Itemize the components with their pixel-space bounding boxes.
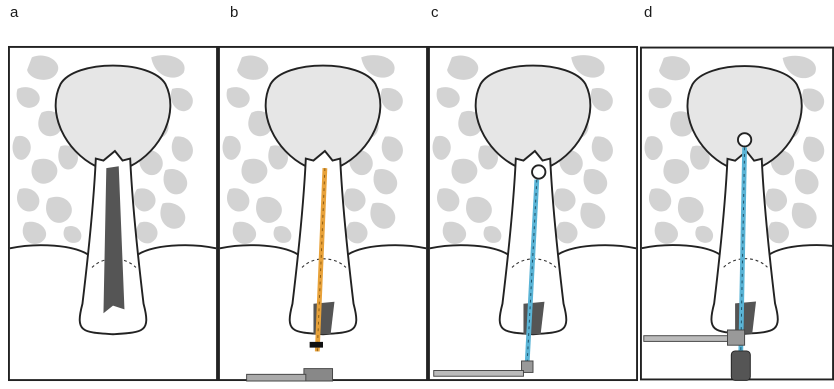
panel-label-a: a [10, 4, 18, 21]
panel-label-b: b [230, 4, 238, 21]
ball-tip [738, 133, 751, 146]
panel-a [8, 38, 218, 389]
panel-a-diagram [8, 38, 218, 389]
panel-b-diagram [218, 38, 428, 389]
motor-body [731, 351, 750, 380]
panel-b [218, 38, 428, 389]
handpiece-head [727, 330, 744, 345]
panel-c-diagram [428, 38, 638, 389]
handpiece-arm [644, 336, 730, 342]
panel-label-d: d [644, 4, 652, 21]
panel-label-c: c [431, 4, 439, 21]
rubber-stop [310, 342, 323, 348]
ball-tip [532, 165, 545, 178]
panel-d-diagram [640, 38, 834, 389]
panel-c [428, 38, 638, 389]
handpiece-arm [247, 374, 306, 381]
handpiece-arm [434, 371, 524, 377]
file-handle [304, 369, 333, 381]
panel-d [640, 38, 834, 389]
